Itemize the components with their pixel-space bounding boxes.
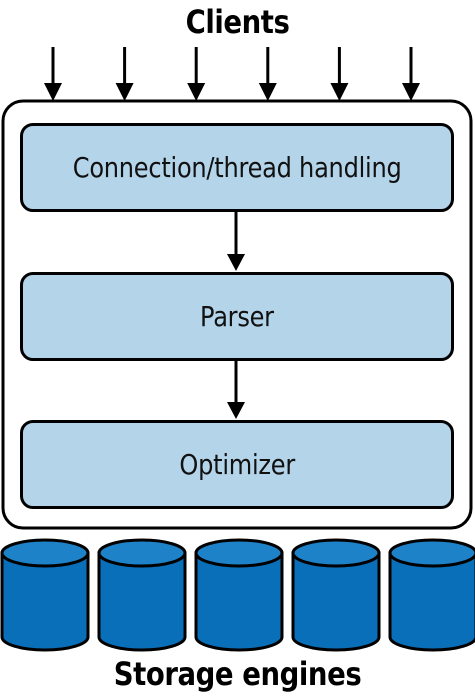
cylinder-body bbox=[0, 551, 90, 652]
storage-engine-cylinder bbox=[388, 538, 475, 652]
client-arrow-head bbox=[115, 83, 134, 101]
client-arrow-head bbox=[402, 83, 420, 101]
cylinder-top bbox=[0, 538, 90, 568]
storage-engine-cylinder bbox=[291, 538, 381, 652]
flow-arrow-head bbox=[227, 254, 245, 271]
clients-label: Clients bbox=[185, 3, 290, 41]
optimizer-layer: Optimizer bbox=[20, 420, 454, 509]
client-arrow-head bbox=[187, 83, 206, 101]
storage-engine-cylinder bbox=[0, 538, 90, 652]
storage-engine-cylinder bbox=[97, 538, 187, 652]
connection-thread-handling-layer: Connection/thread handling bbox=[20, 123, 454, 212]
flow-arrow-head bbox=[227, 402, 245, 419]
optimizer-label: Optimizer bbox=[179, 448, 295, 481]
cylinder-top bbox=[388, 538, 475, 568]
cylinder-body bbox=[388, 551, 475, 652]
parser-label: Parser bbox=[200, 300, 274, 333]
client-arrows bbox=[44, 47, 420, 101]
layer-flow-arrows bbox=[227, 212, 245, 419]
storage-engines bbox=[0, 538, 475, 652]
cylinder-top bbox=[194, 538, 284, 568]
cylinder-top bbox=[291, 538, 381, 568]
cylinder-body bbox=[291, 551, 381, 652]
client-arrow-head bbox=[330, 83, 349, 101]
cylinder-body bbox=[97, 551, 187, 652]
client-arrow-head bbox=[44, 83, 62, 101]
storage-engine-cylinder bbox=[194, 538, 284, 652]
connection-thread-handling-label: Connection/thread handling bbox=[72, 151, 402, 184]
cylinder-top bbox=[97, 538, 187, 568]
parser-layer: Parser bbox=[20, 272, 454, 361]
storage-engines-label: Storage engines bbox=[113, 655, 362, 693]
cylinder-body bbox=[194, 551, 284, 652]
client-arrow-head bbox=[258, 83, 277, 101]
